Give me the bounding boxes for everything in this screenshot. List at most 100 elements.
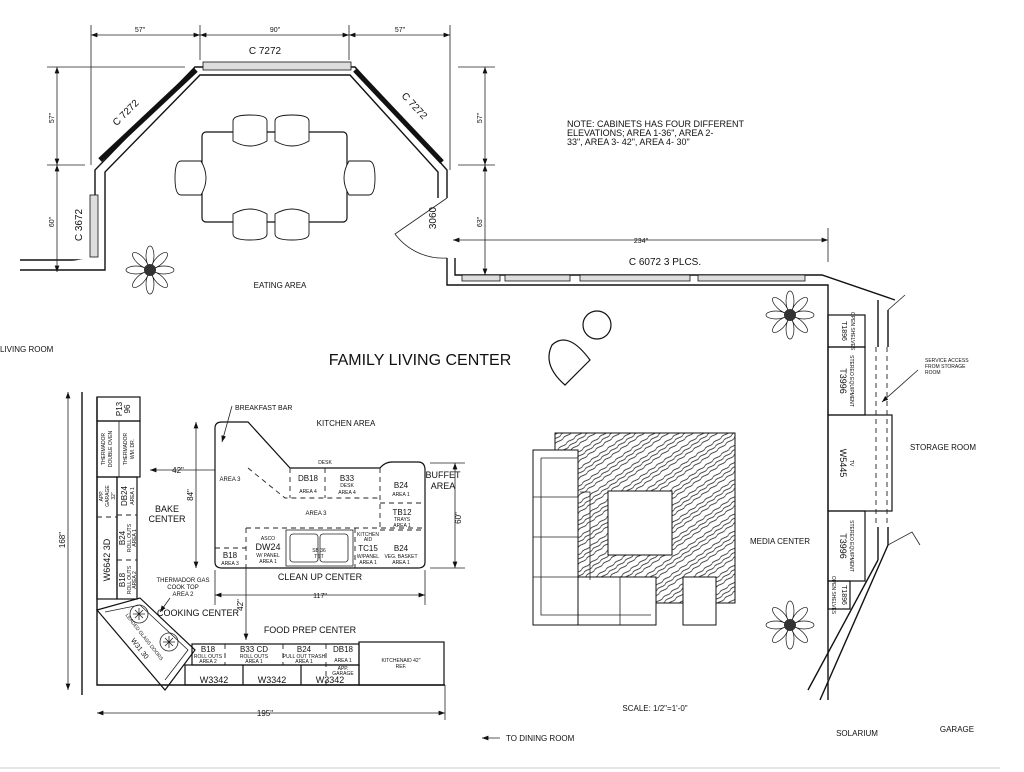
cabinet-b33-desk: B33 bbox=[340, 474, 355, 483]
dimension-lines-top bbox=[47, 25, 829, 275]
note-line: NOTE: CABINETS HAS FOUR DIFFERENT bbox=[567, 119, 745, 129]
unit-caption: STEREO EQUIPMENT bbox=[848, 355, 854, 407]
room-label-garage: GARAGE bbox=[940, 725, 974, 734]
dim-top-left: 57" bbox=[135, 27, 146, 34]
dim-island-depth: 84" bbox=[186, 489, 195, 501]
room-label-solarium: SOLARIUM bbox=[836, 729, 878, 738]
room-label-living-room: LIVING ROOM bbox=[0, 345, 54, 354]
left-cabinet-run bbox=[95, 396, 196, 691]
cabinet-db24: DB24 bbox=[120, 485, 129, 506]
cabinet-caption: AREA 1 bbox=[393, 523, 411, 529]
window-top bbox=[202, 61, 352, 71]
cabinet-caption: WM. DR. bbox=[130, 439, 136, 459]
cabinet-p13: P13 bbox=[115, 401, 124, 416]
cabinet-caption: KITCHEN bbox=[357, 532, 379, 538]
dim-kitchen-height: 168" bbox=[58, 532, 67, 548]
cabinet-app-garage: APP. bbox=[99, 491, 105, 502]
cabinet-caption: AREA 1 bbox=[132, 529, 138, 547]
cabinet-caption: AREA 1 bbox=[392, 492, 410, 498]
cabinet-caption: DESK bbox=[340, 483, 354, 489]
lounge-chair bbox=[548, 339, 591, 386]
room-label-kitchen-area: KITCHEN AREA bbox=[317, 419, 376, 428]
cabinet-caption: AREA 1 bbox=[295, 659, 313, 665]
unit-tv-w5445: W5445 bbox=[838, 449, 848, 478]
unit-caption: OPEN SHELVES bbox=[849, 312, 855, 351]
cabinet-warming-drawer: THERMADOR bbox=[123, 433, 129, 466]
unit-caption: TV bbox=[848, 460, 854, 467]
unit-t1896-bottom: T1896 bbox=[840, 585, 847, 605]
cabinet-caption: AREA 4 bbox=[299, 489, 317, 495]
cabinet-b18-left: B18 bbox=[118, 572, 127, 587]
label-bake-center: CENTER bbox=[148, 514, 186, 524]
cabinet-app-garage-bottom: APP. bbox=[338, 666, 349, 672]
cabinet-caption: TRAYS bbox=[394, 517, 411, 523]
cabinet-caption: ROLL OUTS bbox=[127, 523, 133, 552]
cabinet-b18-bottom: B18 bbox=[201, 645, 216, 654]
sink-label: TST bbox=[314, 554, 323, 560]
media-seating bbox=[532, 432, 736, 626]
window-label-south: C 6072 3 PLCS. bbox=[629, 257, 701, 268]
door-label: 3060 bbox=[428, 206, 439, 229]
dim-right-lower: 63" bbox=[477, 216, 484, 227]
cabinet-b24-veg-basket: B24 bbox=[394, 544, 409, 553]
cabinet-b24-left: B24 bbox=[118, 530, 127, 545]
door-swing bbox=[394, 197, 448, 259]
cabinet-w3342: W3342 bbox=[316, 675, 345, 685]
window-label-right-diagonal: C 7272 bbox=[399, 91, 429, 122]
cabinet-caption: REF. bbox=[396, 664, 407, 670]
cabinet-db18-bottom: DB18 bbox=[333, 645, 354, 654]
label-area-3: AREA 3 bbox=[219, 477, 241, 483]
unit-t1896-top: T1896 bbox=[840, 321, 847, 341]
cabinet-caption: PULL OUT TRASH bbox=[283, 654, 326, 660]
bottom-cabinet-run bbox=[184, 641, 445, 686]
cabinet-dw24: DW24 bbox=[255, 542, 280, 552]
dim-bake-gap: 42" bbox=[172, 466, 184, 475]
window-label-left: C 3672 bbox=[74, 208, 85, 241]
room-label-storage-room: STORAGE ROOM bbox=[910, 443, 976, 452]
dim-right-upper: 57" bbox=[477, 112, 484, 123]
cabinet-caption: ROLL OUTS bbox=[240, 654, 269, 660]
media-wall bbox=[807, 294, 921, 701]
service-access-note: FROM STORAGE bbox=[925, 364, 966, 370]
label-buffet-area: BUFFET bbox=[426, 470, 462, 480]
room-label-to-dining-room: TO DINING ROOM bbox=[506, 734, 575, 743]
cabinet-caption: VEG. BASKET bbox=[384, 554, 417, 560]
window-right-diagonal bbox=[353, 68, 444, 164]
cabinet-caption: W/PANEL bbox=[357, 554, 379, 560]
dim-top-mid: 90" bbox=[270, 27, 281, 34]
unit-t3996-bottom: T3996 bbox=[838, 533, 848, 559]
cabinet-caption: AREA 1 bbox=[259, 559, 277, 565]
label-clean-up-center: CLEAN UP CENTER bbox=[278, 572, 363, 582]
cabinet-caption: AREA 1 bbox=[130, 487, 136, 505]
cabinet-caption: AREA 1 bbox=[359, 560, 377, 566]
plant-icon bbox=[765, 600, 815, 650]
window-label-top: C 7272 bbox=[249, 46, 282, 57]
page-title: FAMILY LIVING CENTER bbox=[329, 352, 512, 369]
service-access-note: ROOM bbox=[925, 370, 941, 376]
cabinet-b18-island: B18 bbox=[223, 551, 238, 560]
cabinet-w3342: W3342 bbox=[258, 675, 287, 685]
note-line: 33", AREA 3- 42", AREA 4- 30" bbox=[567, 137, 690, 147]
label-buffet-area: AREA bbox=[431, 481, 456, 491]
cabinet-db18-island: DB18 bbox=[298, 474, 319, 483]
dining-table bbox=[174, 114, 376, 241]
label-cooking-center: COOKING CENTER bbox=[157, 608, 240, 618]
cooktop-note: AREA 2 bbox=[172, 592, 194, 598]
room-label-eating-area: EATING AREA bbox=[254, 281, 307, 290]
label-area-3: AREA 3 bbox=[305, 511, 327, 517]
dim-island-width: 117" bbox=[313, 593, 327, 600]
side-table bbox=[582, 310, 612, 340]
cabinet-caption: AREA 2 bbox=[199, 659, 217, 665]
cabinet-caption: AID bbox=[364, 537, 373, 543]
label-bake-center: BAKE bbox=[155, 504, 179, 514]
label-breakfast-bar: BREAKFAST BAR bbox=[235, 405, 292, 412]
dim-aisle: 42" bbox=[236, 599, 245, 611]
cabinet-caption: AREA 3 bbox=[221, 561, 239, 567]
cabinet-b24-island-top: B24 bbox=[394, 481, 409, 490]
cooktop-note: COOK TOP bbox=[167, 585, 198, 591]
plant-icon bbox=[125, 245, 175, 295]
island bbox=[214, 421, 426, 569]
refrigerator: KITCHENAID 42" bbox=[381, 658, 420, 664]
plant-icon bbox=[765, 290, 815, 340]
service-access-note: SERVICE ACCESS bbox=[925, 358, 969, 364]
